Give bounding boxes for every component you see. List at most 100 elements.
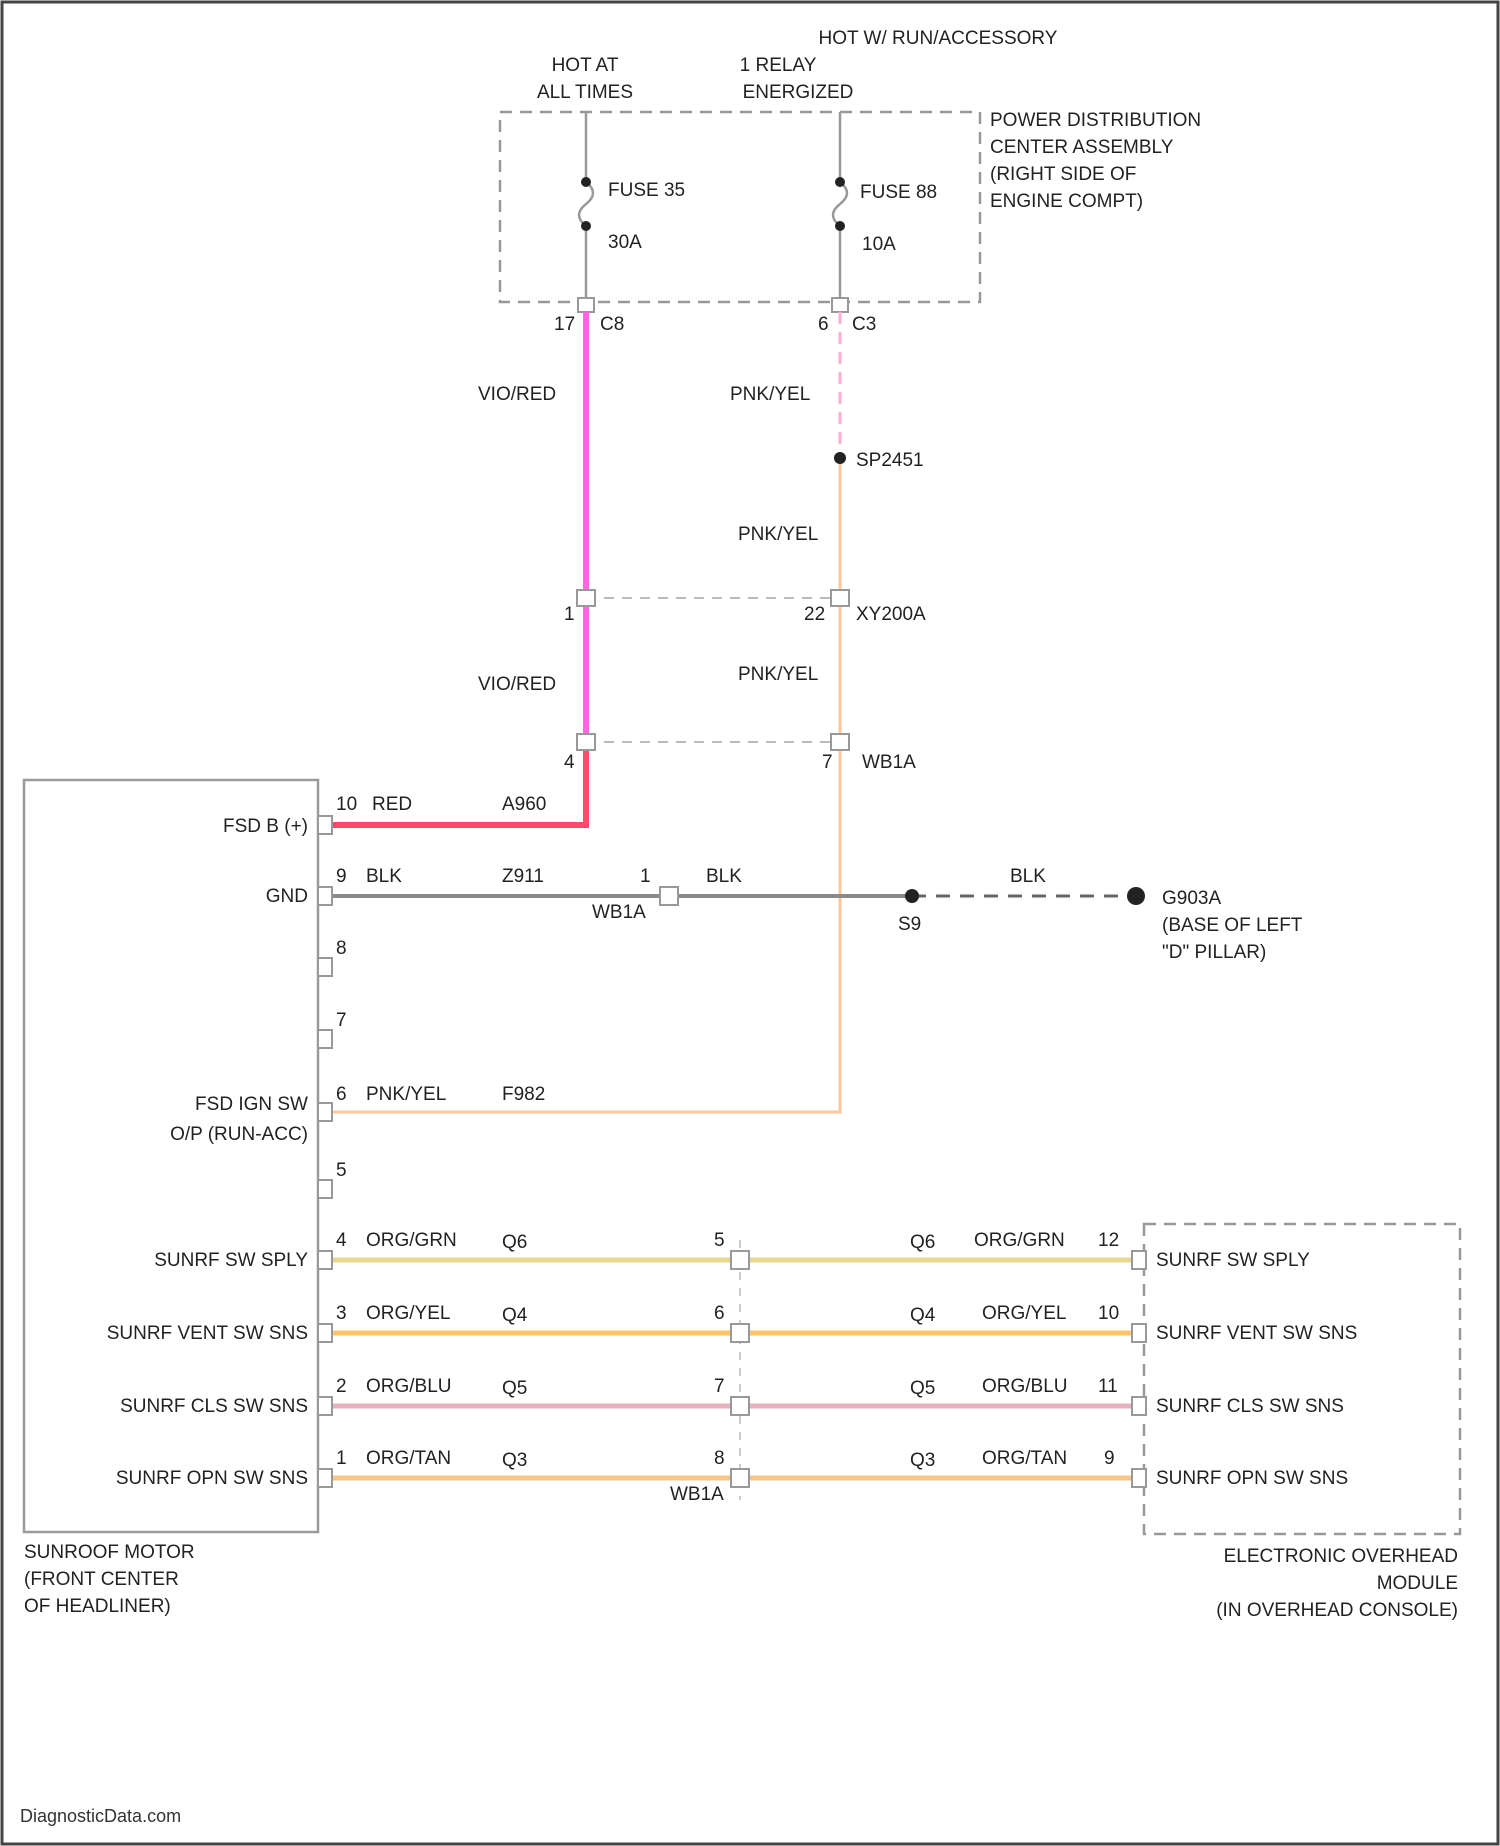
sunroof-motor-name-line3: OF HEADLINER) — [24, 1596, 171, 1617]
module-pin-10-label: SUNRF VENT SW SNS — [1156, 1323, 1357, 1344]
motor-pin-4-label: SUNRF SW SPLY — [154, 1250, 308, 1271]
inline-wb1a-pin-7 — [731, 1397, 749, 1415]
pdc-terminal-c8 — [578, 298, 594, 312]
splice-s9-label: S9 — [898, 914, 921, 935]
motor-pin-2-terminal — [318, 1397, 332, 1415]
motor-pin-1-terminal — [318, 1469, 332, 1487]
inline-wb1a-pin-6-number: 6 — [714, 1303, 725, 1324]
c3-connector: C3 — [852, 314, 876, 335]
pdc-terminal-c3 — [832, 298, 848, 312]
motor-pin-8-terminal — [318, 958, 332, 976]
motor-pin-4-number: 4 — [336, 1230, 347, 1251]
fuse-35-terminal-top — [581, 177, 591, 187]
fuse-35-rating: 30A — [608, 232, 642, 253]
inline-wb1a-pin-5-number: 5 — [714, 1230, 725, 1251]
wire-vio-red-label-upper: VIO/RED — [478, 384, 556, 405]
connector-xy200a-pin-22 — [831, 590, 849, 606]
motor-pin-9-circuit: Z911 — [502, 866, 544, 887]
inline-wb1a-pin-8 — [731, 1469, 749, 1487]
pdc-name-line3: (RIGHT SIDE OF — [990, 164, 1136, 185]
inline-wb1a-pin-7-number: 7 — [714, 1376, 725, 1397]
pdc-name-line1: POWER DISTRIBUTION — [990, 110, 1201, 131]
hot-run-acc-label: HOT W/ RUN/ACCESSORY — [819, 28, 1058, 49]
xy200a-name: XY200A — [856, 604, 926, 625]
ground-inline-terminal — [660, 887, 678, 905]
wire-pnk-yel-label-2: PNK/YEL — [738, 524, 818, 545]
motor-pin-10-circuit: A960 — [502, 794, 546, 815]
fuse-35-terminal-bottom — [581, 221, 591, 231]
fuse-88-name: FUSE 88 — [860, 182, 937, 203]
wire-pnk-yel-label-3: PNK/YEL — [738, 664, 818, 685]
motor-pin-2-number: 2 — [336, 1376, 347, 1397]
connector-xy200a-pin-1 — [577, 590, 595, 606]
motor-pin-2-label: SUNRF CLS SW SNS — [120, 1396, 308, 1417]
module-pin-9-number: 9 — [1104, 1448, 1115, 1469]
motor-pin-10-color: RED — [372, 794, 412, 815]
module-pin-10-terminal — [1132, 1324, 1146, 1342]
wb1a-name: WB1A — [862, 752, 916, 773]
sunroof-motor-name-line1: SUNROOF MOTOR — [24, 1542, 195, 1563]
sunroof-motor-name-line2: (FRONT CENTER — [24, 1569, 179, 1590]
relay-energized-line2: ENERGIZED — [743, 82, 854, 103]
module-pin-12-color: ORG/GRN — [974, 1230, 1065, 1251]
module-pin-12-terminal — [1132, 1251, 1146, 1269]
motor-pin-3-color: ORG/YEL — [366, 1303, 450, 1324]
ground-inline-pin: 1 — [640, 866, 651, 887]
motor-pin-6-label-line2: O/P (RUN-ACC) — [170, 1124, 308, 1145]
hot-at-all-times-line1: HOT AT — [552, 55, 619, 76]
ground-name-line2: (BASE OF LEFT — [1162, 915, 1303, 936]
relay-energized-line1: 1 RELAY — [740, 55, 817, 76]
inline-wb1a-pin-5 — [731, 1251, 749, 1269]
module-pin-10-color: ORG/YEL — [982, 1303, 1066, 1324]
wire-pnk-yel-label-1: PNK/YEL — [730, 384, 810, 405]
motor-pin-1-circuit: Q3 — [502, 1450, 527, 1471]
module-pin-11-number: 11 — [1098, 1376, 1118, 1397]
motor-pin-5-terminal — [318, 1180, 332, 1198]
module-pin-9-circuit: Q3 — [910, 1450, 935, 1471]
ground-blk-label-1: BLK — [706, 866, 742, 887]
wb1a-pin-left: 4 — [564, 752, 575, 773]
fuse-35-name: FUSE 35 — [608, 180, 685, 201]
inline-wb1a-name: WB1A — [670, 1484, 724, 1505]
c8-connector: C8 — [600, 314, 624, 335]
motor-pin-9-label: GND — [266, 886, 308, 907]
wire-vio-red-label-lower: VIO/RED — [478, 674, 556, 695]
xy200a-pin-right: 22 — [804, 604, 825, 625]
module-pin-11-label: SUNRF CLS SW SNS — [1156, 1396, 1344, 1417]
splice-sp2451-label: SP2451 — [856, 450, 924, 471]
motor-pin-5-number: 5 — [336, 1160, 347, 1181]
module-pin-12-number: 12 — [1098, 1230, 1119, 1251]
splice-s9 — [905, 889, 919, 903]
motor-pin-7-number: 7 — [336, 1010, 347, 1031]
pdc-name-line2: CENTER ASSEMBLY — [990, 137, 1174, 158]
motor-pin-4-color: ORG/GRN — [366, 1230, 457, 1251]
module-pin-9-label: SUNRF OPN SW SNS — [1156, 1468, 1348, 1489]
motor-pin-1-number: 1 — [336, 1448, 347, 1469]
inline-wb1a-pin-8-number: 8 — [714, 1448, 725, 1469]
ground-blk-label-2: BLK — [1010, 866, 1046, 887]
motor-pin-3-label: SUNRF VENT SW SNS — [107, 1323, 308, 1344]
module-pin-10-circuit: Q4 — [910, 1305, 936, 1326]
fuse-88-terminal-top — [835, 177, 845, 187]
splice-sp2451 — [834, 452, 846, 464]
wb1a-pin-right: 7 — [822, 752, 833, 773]
pdc-name-line4: ENGINE COMPT) — [990, 191, 1143, 212]
module-pin-11-terminal — [1132, 1397, 1146, 1415]
motor-pin-1-label: SUNRF OPN SW SNS — [116, 1468, 308, 1489]
overhead-module-name-line1: ELECTRONIC OVERHEAD — [1224, 1546, 1458, 1567]
connector-wb1a-pin-7 — [831, 734, 849, 750]
motor-pin-6-color: PNK/YEL — [366, 1084, 446, 1105]
watermark: DiagnosticData.com — [20, 1806, 181, 1826]
motor-pin-10-terminal — [318, 816, 332, 834]
module-pin-9-terminal — [1132, 1469, 1146, 1487]
motor-pin-9-number: 9 — [336, 866, 347, 887]
motor-pin-3-number: 3 — [336, 1303, 347, 1324]
module-pin-10-number: 10 — [1098, 1303, 1119, 1324]
module-pin-11-circuit: Q5 — [910, 1378, 935, 1399]
c8-pin: 17 — [554, 314, 575, 335]
motor-pin-2-circuit: Q5 — [502, 1378, 527, 1399]
module-pin-12-circuit: Q6 — [910, 1232, 935, 1253]
module-pin-11-color: ORG/BLU — [982, 1376, 1068, 1397]
overhead-module-name-line3: (IN OVERHEAD CONSOLE) — [1216, 1600, 1458, 1621]
